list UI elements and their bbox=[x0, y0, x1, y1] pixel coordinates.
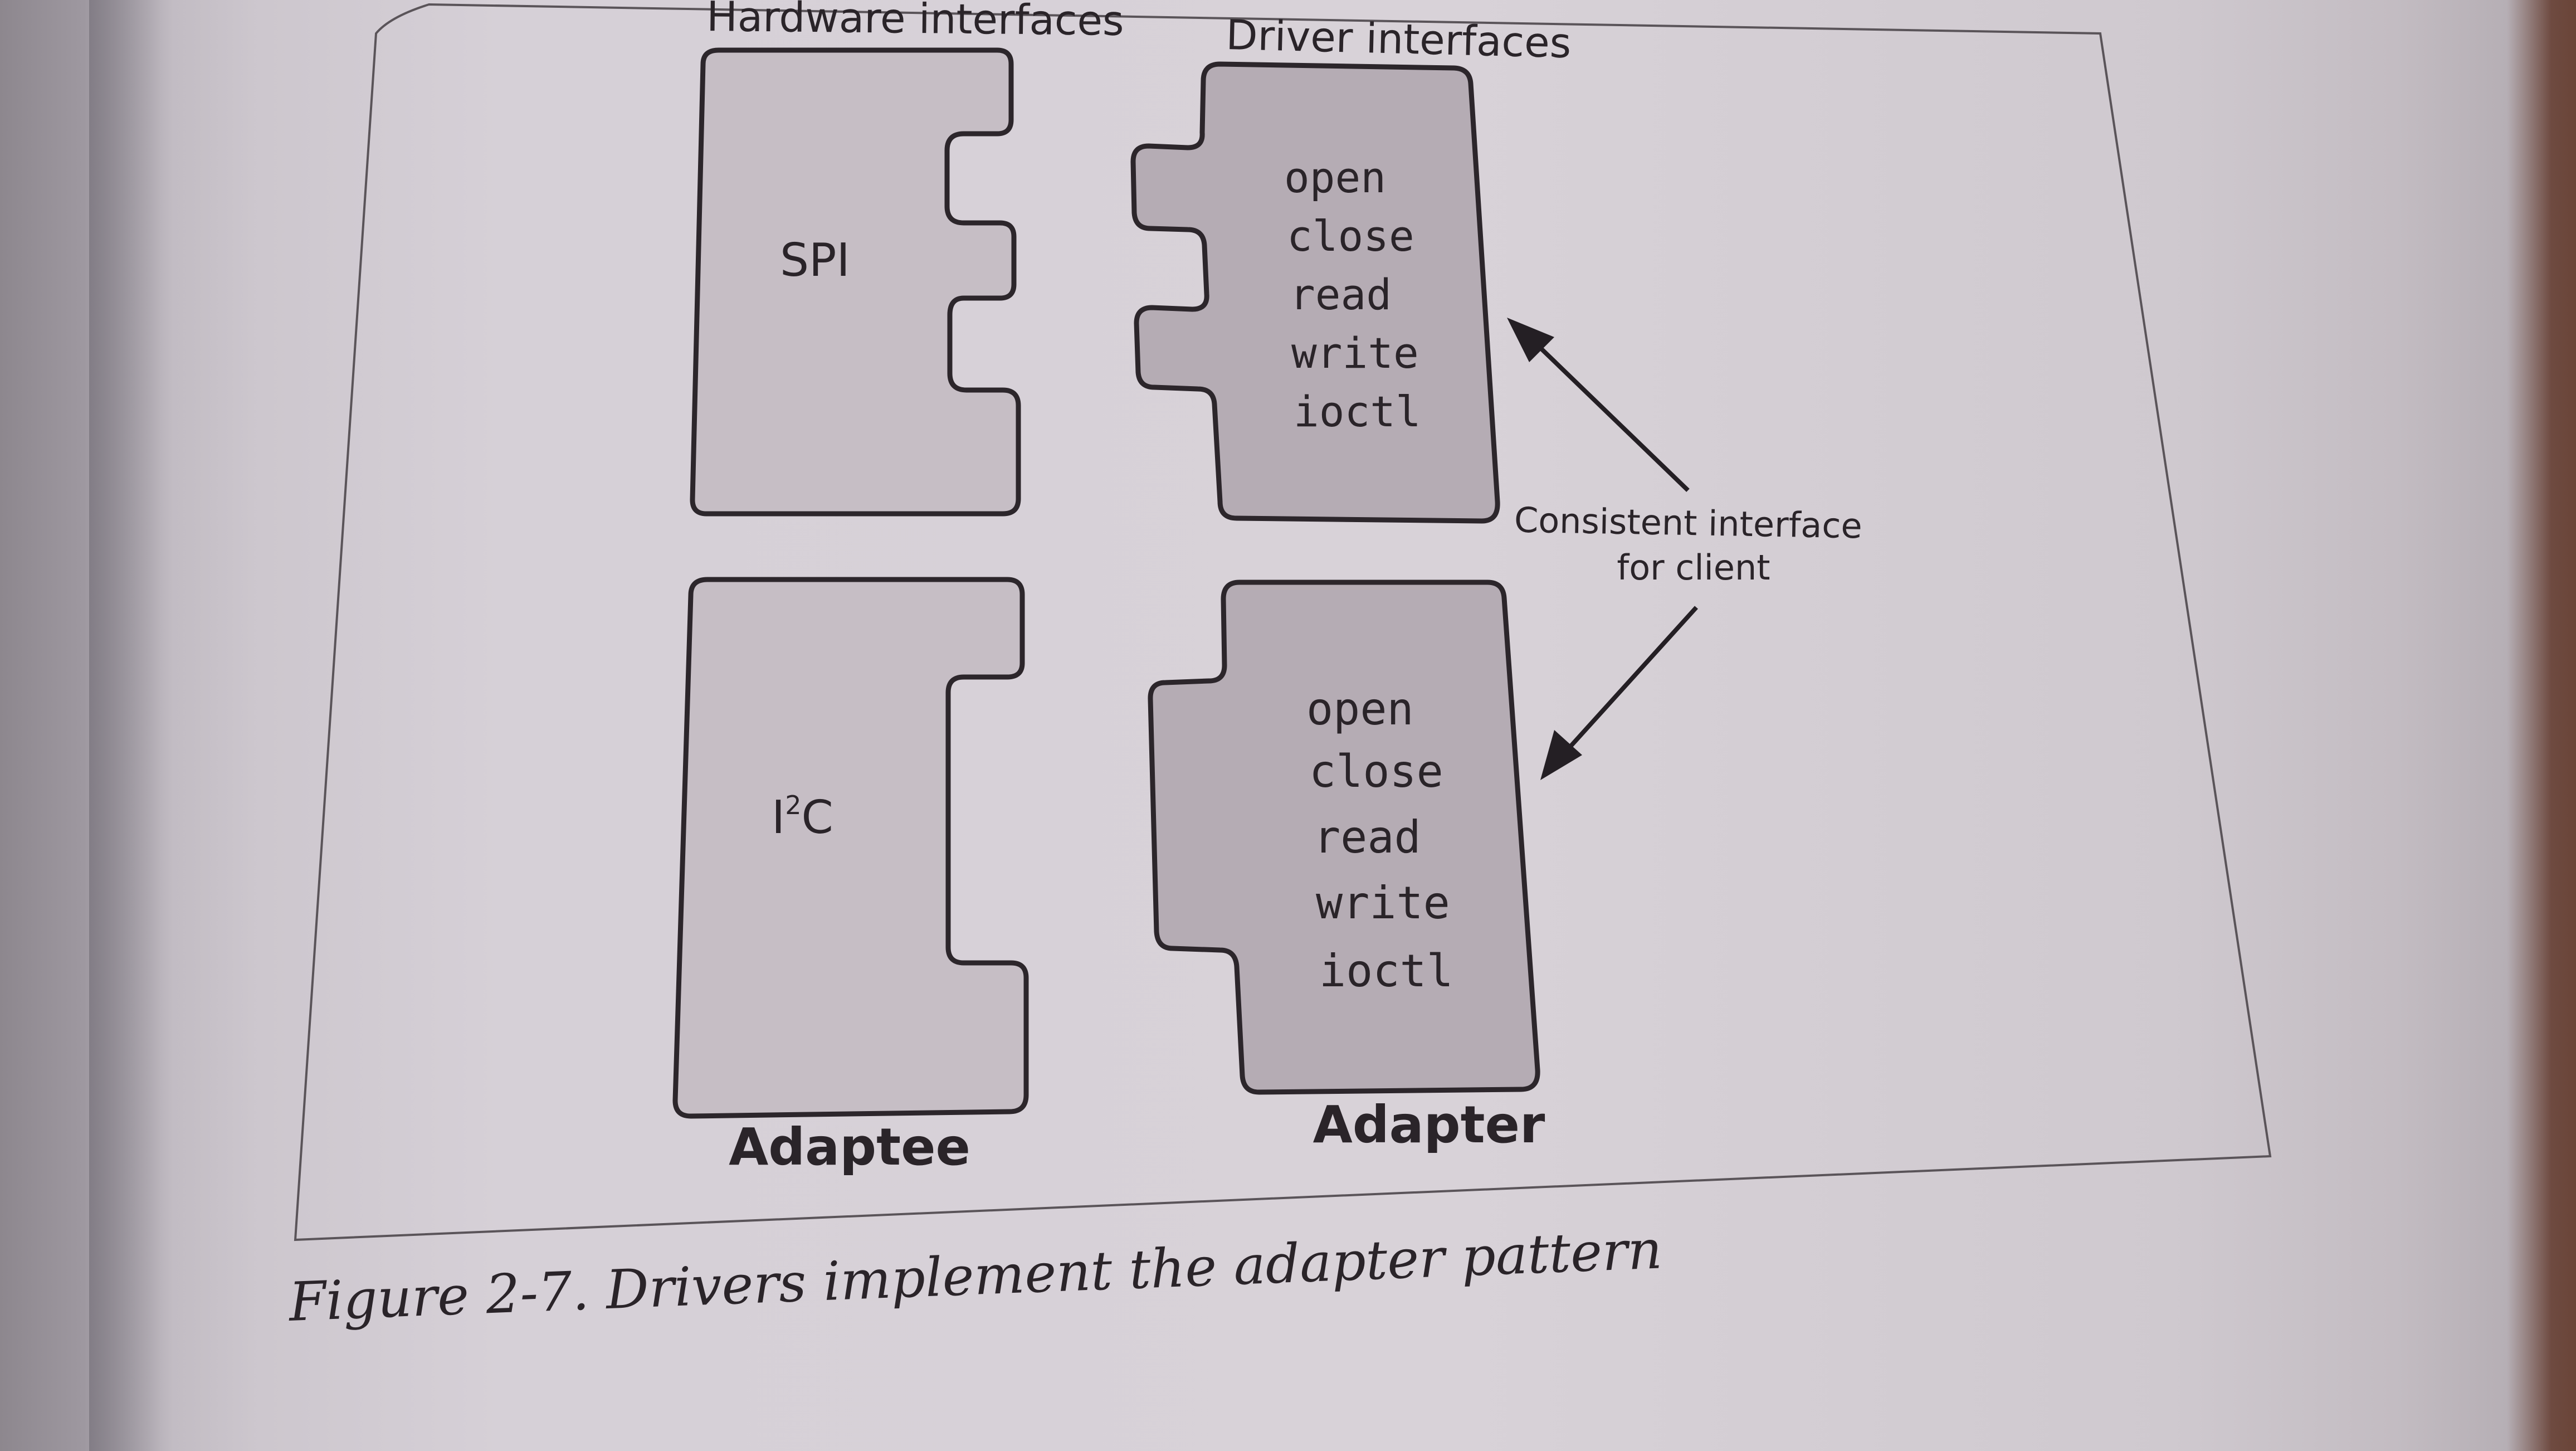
arrowhead-bottom bbox=[1540, 730, 1582, 780]
driver-top-function-list: open close read write ioctl bbox=[1284, 153, 1421, 436]
annotation-line-1: Consistent interface bbox=[1514, 500, 1862, 547]
hardware-interfaces-header: Hardware interfaces bbox=[706, 0, 1124, 45]
figure-caption: Figure 2-7. Drivers implement the adapte… bbox=[287, 1218, 1663, 1333]
fn-close: close bbox=[1287, 211, 1414, 261]
fn-ioctl: ioctl bbox=[1319, 945, 1453, 997]
fn-close: close bbox=[1309, 746, 1443, 797]
fn-read: read bbox=[1290, 270, 1392, 319]
annotation-line-2: for client bbox=[1617, 547, 1770, 588]
arrow-to-top-driver bbox=[1528, 335, 1690, 492]
fn-open: open bbox=[1306, 683, 1414, 735]
spi-label: SPI bbox=[780, 234, 850, 287]
driver-interfaces-header: Driver interfaces bbox=[1226, 11, 1572, 67]
adaptee-label: Adaptee bbox=[729, 1117, 970, 1177]
book-gutter-shadow bbox=[89, 0, 256, 1451]
fn-read: read bbox=[1314, 811, 1421, 863]
driver-piece-top bbox=[1130, 61, 1500, 524]
arrow-to-bottom-driver bbox=[1561, 606, 1698, 757]
figure-frame bbox=[294, 3, 2272, 1241]
fn-write: write bbox=[1291, 328, 1419, 378]
i2c-hardware-piece bbox=[672, 577, 1029, 1119]
driver-bottom-function-list: open close read write ioctl bbox=[1306, 683, 1453, 997]
spi-hardware-piece bbox=[690, 47, 1021, 517]
i2c-label: I2C bbox=[772, 790, 833, 844]
fn-write: write bbox=[1316, 877, 1450, 929]
arrowhead-top bbox=[1507, 318, 1554, 362]
fn-ioctl: ioctl bbox=[1294, 387, 1421, 436]
driver-piece-bottom bbox=[1148, 580, 1540, 1095]
fn-open: open bbox=[1284, 153, 1386, 202]
adapter-label: Adapter bbox=[1313, 1095, 1545, 1155]
